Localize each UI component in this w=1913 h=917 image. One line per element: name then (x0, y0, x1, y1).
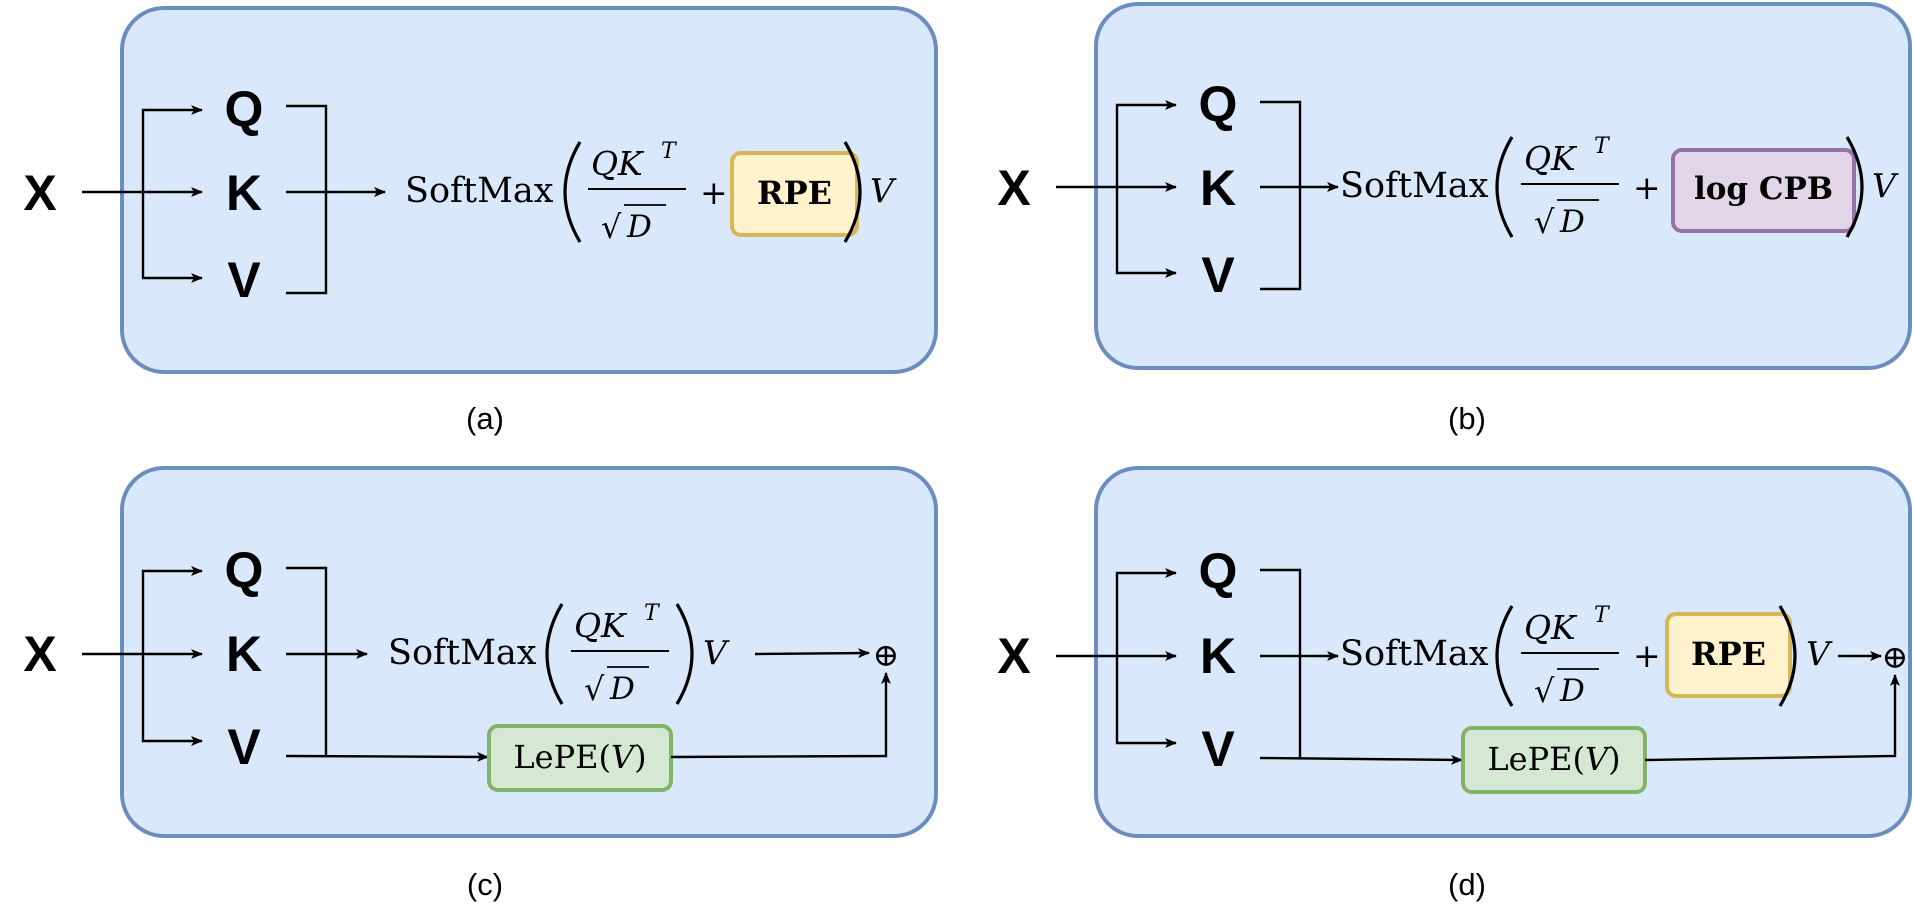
qkv-split-arrows (82, 566, 489, 762)
value-multiplier: V (870, 171, 897, 210)
attention-formula: SoftMax QK T √ D V (388, 601, 730, 708)
plus-sign: + (1633, 168, 1661, 207)
left-paren (1495, 605, 1514, 707)
sqrt-sign: √ (601, 208, 622, 246)
left-paren (545, 603, 564, 705)
key-label: K (1200, 628, 1236, 684)
sqrt-sign: √ (584, 670, 605, 708)
value-multiplier: V (1872, 166, 1899, 205)
numerator-text: QK (1524, 139, 1578, 178)
panel-b: X Q K V SoftMax QK T √ D + log CPB V (997, 2, 1912, 436)
denominator-text: D (626, 209, 652, 245)
left-paren (1495, 136, 1514, 238)
value-label: V (1201, 247, 1235, 303)
attention-formula: SoftMax QK T √ D + log CPB V (1340, 134, 1899, 241)
qkv-split-arrows (1056, 568, 1463, 765)
query-label: Q (1199, 76, 1238, 132)
softmax-text: SoftMax (1340, 166, 1489, 206)
softmax-text: SoftMax (1340, 634, 1489, 674)
right-paren (1778, 605, 1797, 707)
key-label: K (226, 165, 262, 221)
key-label: K (226, 626, 262, 682)
rpe-box (1665, 612, 1792, 698)
softmax-text: SoftMax (388, 633, 537, 673)
right-paren (675, 603, 694, 705)
rpe-text: RPE (1691, 635, 1766, 673)
caption-c: (c) (467, 867, 503, 902)
panel-a: X Q K V SoftMax QK T √ D + RPE V (a (23, 6, 938, 436)
query-label: Q (225, 542, 264, 598)
plus-sign: + (700, 173, 728, 212)
caption-a: (a) (466, 401, 504, 436)
lepe-to-sum-arrow (670, 672, 891, 759)
denominator-text: D (609, 671, 635, 707)
caption-b: (b) (1448, 401, 1486, 436)
qkv-split-arrows (82, 104, 386, 295)
rpe-text: RPE (757, 174, 832, 212)
left-paren (563, 141, 582, 243)
value-multiplier: V (703, 633, 730, 672)
query-label: Q (1199, 543, 1238, 599)
denominator-text: D (1559, 673, 1585, 709)
value-to-lepe-arrow (1259, 754, 1463, 765)
numerator-superscript: T (1594, 134, 1611, 159)
value-multiplier: V (1806, 634, 1833, 673)
input-x-label: X (997, 160, 1030, 216)
panel-d: X Q K V SoftMax QK T √ D + RPE V (997, 466, 1912, 902)
log-cpb-box (1671, 148, 1856, 233)
numerator-text: QK (1524, 608, 1578, 647)
softmax-text: SoftMax (405, 171, 554, 211)
numerator-text: QK (591, 144, 645, 183)
rpe-box (730, 151, 859, 237)
qkv-split-arrows (1056, 100, 1339, 291)
value-label: V (227, 252, 261, 308)
lepe-box (487, 724, 673, 792)
denominator-text: D (1559, 204, 1585, 240)
sum-operator: ⊕ (873, 636, 900, 674)
log-cpb-text: log CPB (1694, 171, 1833, 207)
input-x-label: X (23, 165, 56, 221)
sqrt-sign: √ (1534, 672, 1555, 710)
numerator-text: QK (574, 606, 628, 645)
query-label: Q (225, 81, 264, 137)
sum-operator: ⊕ (1882, 638, 1909, 676)
attention-to-sum-arrow (754, 648, 870, 659)
key-label: K (1200, 160, 1236, 216)
right-paren (843, 141, 862, 243)
plus-sign: + (1633, 636, 1661, 675)
input-x-label: X (997, 628, 1030, 684)
numerator-superscript: T (1594, 603, 1611, 628)
panel-c: X Q K V SoftMax QK T √ D V ⊕ LePE (23, 466, 938, 902)
attention-formula: SoftMax QK T √ D + RPE V (1340, 603, 1833, 710)
value-label: V (1201, 721, 1235, 777)
lepe-text: LePE(V) (1487, 740, 1620, 778)
value-to-lepe-arrow (285, 751, 489, 762)
input-x-label: X (23, 626, 56, 682)
numerator-superscript: T (644, 601, 661, 626)
value-label: V (227, 719, 261, 775)
numerator-superscript: T (661, 139, 678, 164)
attention-formula: SoftMax QK T √ D + RPE V (405, 139, 897, 246)
sqrt-sign: √ (1534, 203, 1555, 241)
lepe-to-sum-arrow (1644, 674, 1900, 762)
caption-d: (d) (1448, 867, 1486, 902)
right-paren (1845, 136, 1864, 238)
lepe-text: LePE(V) (513, 738, 646, 776)
